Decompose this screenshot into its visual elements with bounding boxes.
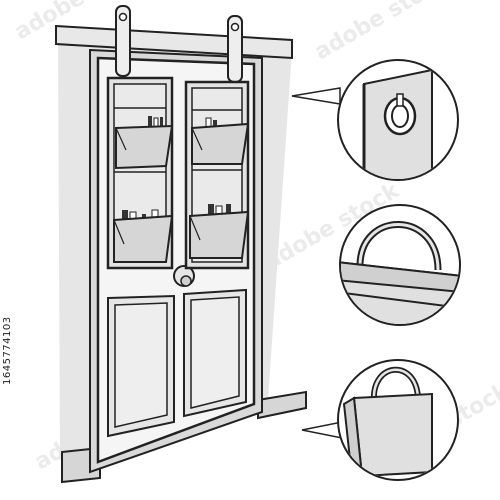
doorknob xyxy=(173,265,195,287)
over-door-hook-icon xyxy=(115,5,131,77)
pocket xyxy=(113,209,174,263)
svg-text:adobe stock: adobe stock xyxy=(311,0,455,65)
over-door-hook-icon xyxy=(227,15,243,83)
pocket xyxy=(191,117,250,165)
pocket xyxy=(115,116,174,170)
detail-hook-slot xyxy=(337,59,459,181)
callout-pointer xyxy=(301,421,343,439)
stock-image-id: 1645774103 xyxy=(2,316,13,385)
pocket xyxy=(189,204,250,259)
organizer-left xyxy=(106,76,174,270)
callout-pointer xyxy=(291,87,341,105)
door-panel-right-inner xyxy=(190,296,240,409)
detail-tote xyxy=(337,359,459,481)
organizer-right xyxy=(184,80,250,270)
detail-pocket-handle xyxy=(339,204,461,326)
keyhole-slot-icon xyxy=(383,93,417,136)
door-panel-left-inner xyxy=(114,302,168,428)
tote-bag-icon xyxy=(342,366,433,479)
